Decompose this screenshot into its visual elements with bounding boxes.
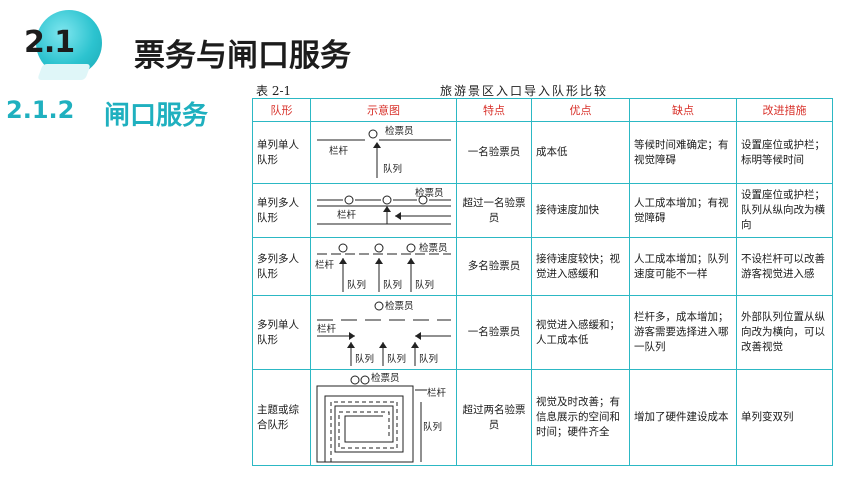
single-multi-diagram: 检票员 栏杆 (317, 187, 451, 224)
multi-single-diagram: 检票员 栏杆 队列 队列 队列 (317, 300, 451, 366)
cell-fix: 设置座位或护栏；标明等候时间 (736, 121, 833, 184)
cell-feature: 超过两名验票员 (456, 369, 532, 466)
cell-feature: 多名验票员 (456, 237, 532, 296)
cell-form: 主题或综合队形 (252, 369, 311, 466)
cell-feature: 一名验票员 (456, 121, 532, 184)
cell-fix: 单列变双列 (736, 369, 833, 466)
col-header: 改进措施 (736, 98, 833, 122)
table-row: 主题或综合队形 检票员 栏杆 队列 超过两名验票员 视觉及时改善；有信息展示的空… (252, 369, 833, 466)
table-caption: 表 2-1 旅游景区入口导入队形比较 (252, 80, 832, 98)
cell-diagram: 检票员 栏杆 (310, 183, 457, 238)
col-header: 缺点 (629, 98, 737, 122)
cell-pro: 接待速度较快；视觉进入感缓和 (531, 237, 630, 296)
cell-pro: 视觉进入感缓和；人工成本低 (531, 295, 630, 370)
badge-shadow (37, 64, 91, 80)
table-row: 单列单人队形 检票员 栏杆 队列 一名验票员 成本低 等候时间难确定；有视觉障碍… (252, 121, 833, 184)
label-rail: 栏杆 (427, 387, 447, 399)
table-row: 多列单人队形 检票员 栏杆 队列 (252, 295, 833, 370)
table-header-row: 队形 示意图 特点 优点 缺点 改进措施 (252, 98, 833, 122)
staff-icon (368, 129, 378, 138)
col-header: 示意图 (310, 98, 457, 122)
cell-con: 人工成本增加；有视觉障碍 (629, 183, 737, 238)
cell-fix: 外部队列位置从纵向改为横向，可以改善视觉 (736, 295, 833, 370)
label-queue: 队列 (419, 353, 438, 365)
cell-con: 增加了硬件建设成本 (629, 369, 737, 466)
label-queue: 队列 (355, 353, 374, 365)
table-image: 表 2-1 旅游景区入口导入队形比较 队形 示意图 特点 优点 缺点 改进措施 … (252, 80, 833, 470)
label-staff: 检票员 (385, 125, 414, 137)
label-rail: 栏杆 (329, 145, 349, 157)
label-rail: 栏杆 (337, 209, 357, 221)
col-header: 优点 (531, 98, 630, 122)
label-rail: 栏杆 (317, 323, 337, 335)
cell-fix: 设置座位或护栏；队列从纵向改为横向 (736, 183, 833, 238)
cell-fix: 不设栏杆可以改善游客视觉进入感 (736, 237, 833, 296)
label-queue: 队列 (387, 353, 406, 365)
cell-diagram: 检票员 栏杆 队列 (310, 121, 457, 184)
label-staff: 检票员 (415, 187, 444, 199)
theme-queue-diagram: 检票员 栏杆 队列 (316, 372, 447, 462)
multi-multi-diagram: 检票员 栏杆 队列 队列 队列 (315, 242, 451, 292)
cell-con: 栏杆多，成本增加；游客需要选择进入哪一队列 (629, 295, 737, 370)
table-row: 单列多人队形 检票员 栏杆 (252, 183, 833, 238)
cell-con: 人工成本增加；队列速度可能不一样 (629, 237, 737, 296)
cell-pro: 接待速度加快 (531, 183, 630, 238)
label-queue: 队列 (383, 163, 402, 175)
label-queue: 队列 (415, 279, 434, 291)
table-title: 旅游景区入口导入队形比较 (440, 84, 609, 98)
label-queue: 队列 (347, 279, 366, 291)
cell-con: 等候时间难确定；有视觉障碍 (629, 121, 737, 184)
subsection-number: 2.1.2 (6, 96, 75, 124)
cell-feature: 一名验票员 (456, 295, 532, 370)
cell-form: 单列多人队形 (252, 183, 311, 238)
table-row: 多列多人队形 检票员 栏杆 队列 队列 队列 (252, 237, 833, 296)
cell-form: 多列单人队形 (252, 295, 311, 370)
label-staff: 检票员 (371, 372, 400, 384)
cell-form: 多列多人队形 (252, 237, 311, 296)
col-header: 特点 (456, 98, 532, 122)
comparison-table: 队形 示意图 特点 优点 缺点 改进措施 单列单人队形 检票员 栏杆 队列 (252, 98, 833, 466)
col-header: 队形 (252, 98, 311, 122)
table-number: 表 2-1 (256, 84, 292, 98)
cell-diagram: 检票员 栏杆 队列 队列 队列 (310, 295, 457, 370)
section-number: 2.1 (24, 25, 75, 60)
label-queue: 队列 (423, 421, 442, 433)
label-queue: 队列 (383, 279, 402, 291)
cell-pro: 视觉及时改善；有信息展示的空间和时间；硬件齐全 (531, 369, 630, 466)
cell-diagram: 检票员 栏杆 队列 队列 队列 (310, 237, 457, 296)
section-title: 票务与闸口服务 (134, 38, 351, 74)
label-staff: 检票员 (385, 300, 414, 312)
cell-diagram: 检票员 栏杆 队列 (310, 369, 457, 466)
single-queue-diagram: 检票员 栏杆 队列 (317, 125, 451, 178)
cell-form: 单列单人队形 (252, 121, 311, 184)
subsection-title: 闸口服务 (104, 101, 209, 131)
cell-feature: 超过一名验票员 (456, 183, 532, 238)
cell-pro: 成本低 (531, 121, 630, 184)
label-rail: 栏杆 (315, 259, 335, 271)
label-staff: 检票员 (419, 242, 448, 254)
